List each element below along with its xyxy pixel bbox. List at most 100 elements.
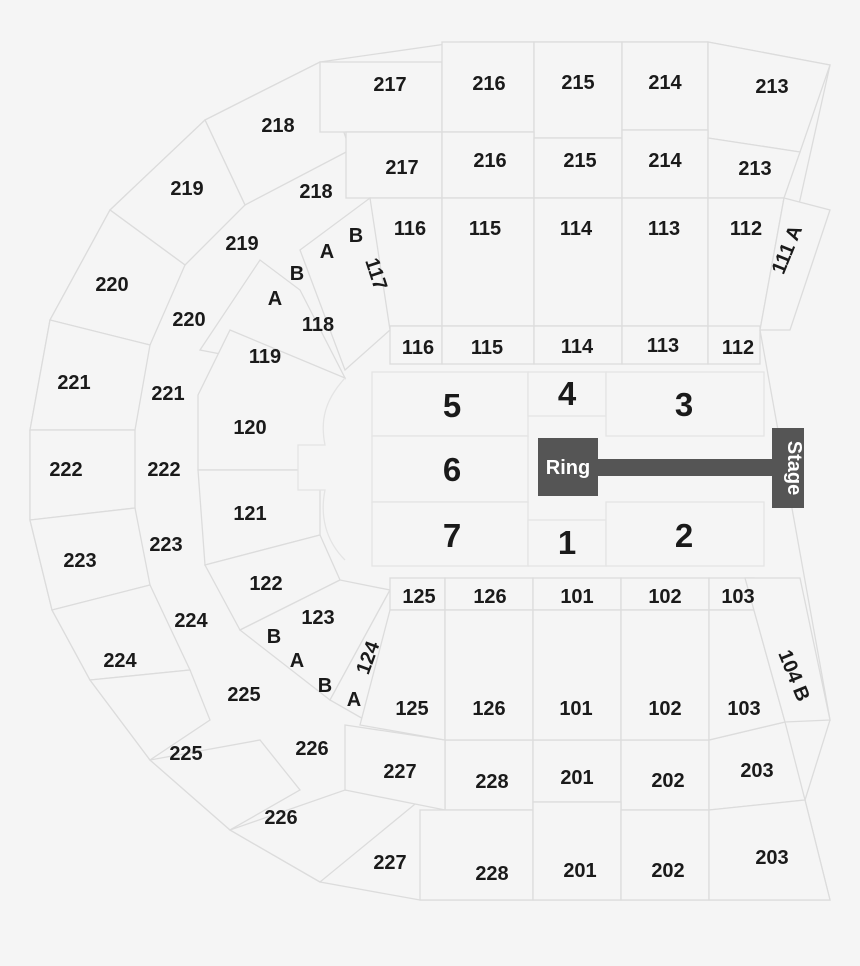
section-217-upper-block[interactable]: [319, 61, 443, 133]
label-215-upper: 215: [561, 72, 594, 94]
section-228-lower-block[interactable]: [419, 809, 534, 901]
label-227-lower: 227: [383, 761, 416, 783]
section-116-row[interactable]: [389, 325, 443, 365]
ring[interactable]: [538, 438, 598, 496]
label-114-row: 114: [561, 336, 594, 358]
floor-section-2[interactable]: [605, 501, 765, 567]
section-101-block[interactable]: [532, 609, 622, 741]
label-216-lower: 216: [473, 150, 506, 172]
label-221-lower: 221: [151, 383, 184, 405]
label-113-block: 113: [648, 218, 680, 240]
label-112-row: 112: [722, 337, 754, 359]
label-219-lower: 219: [225, 233, 258, 255]
section-214-upper-block[interactable]: [621, 41, 709, 131]
label-223-upper: 223: [63, 550, 96, 572]
section-111A-block[interactable]: [759, 197, 831, 331]
floor-section-4[interactable]: [527, 371, 607, 417]
section-202-lower-block[interactable]: [620, 809, 710, 901]
label-202-upper: 202: [651, 860, 684, 882]
label-125-row: 125: [402, 586, 435, 608]
section-113-row[interactable]: [621, 325, 709, 365]
label-119: 119: [249, 346, 281, 368]
floor-labels: 5 4 3 6 7 1 2: [443, 375, 693, 561]
label-213-upper: 213: [755, 76, 788, 98]
floor-label-3: 3: [675, 386, 693, 423]
section-118-block[interactable]: [299, 196, 391, 372]
row-B-118-right: B: [349, 225, 363, 247]
label-122: 122: [249, 573, 282, 595]
row-A-123-left: A: [290, 650, 304, 672]
stage[interactable]: [772, 428, 804, 508]
label-115-block: 115: [469, 218, 501, 240]
label-201-lower: 201: [560, 767, 593, 789]
label-103-block: 103: [727, 698, 760, 720]
label-228-upper: 228: [475, 863, 508, 885]
label-118: 118: [302, 314, 334, 336]
label-116-row: 116: [402, 337, 434, 359]
upper-deck: [29, 61, 422, 883]
label-222-upper: 222: [49, 459, 82, 481]
row-A-118-right: A: [320, 241, 334, 263]
label-225-lower: 225: [227, 684, 260, 706]
section-216-upper-block[interactable]: [441, 41, 535, 133]
floor-label-6: 6: [443, 451, 461, 488]
floor-label-7: 7: [443, 517, 461, 554]
section-214-lower-block[interactable]: [621, 129, 709, 199]
label-112-block: 112: [730, 218, 762, 240]
label-213-lower: 213: [738, 158, 771, 180]
label-217-lower: 217: [385, 157, 418, 179]
section-114-block[interactable]: [533, 197, 623, 327]
section-201-lower-block[interactable]: [532, 801, 622, 901]
label-116-block: 116: [394, 218, 426, 240]
label-223-lower: 223: [149, 534, 182, 556]
section-115-row[interactable]: [441, 325, 535, 365]
label-216-upper: 216: [472, 73, 505, 95]
label-123: 123: [301, 607, 334, 629]
label-225-upper: 225: [169, 743, 202, 765]
section-112-row[interactable]: [707, 325, 761, 365]
label-221-upper: 221: [57, 372, 90, 394]
label-202-lower: 202: [651, 770, 684, 792]
section-126-row[interactable]: [444, 577, 534, 611]
row-A-118-left: A: [268, 288, 282, 310]
section-102-block[interactable]: [620, 609, 710, 741]
row-B-123-right: B: [318, 675, 332, 697]
floor-section-3[interactable]: [605, 371, 765, 437]
floor: [297, 371, 765, 567]
label-201-upper: 201: [563, 860, 596, 882]
section-215-upper-block[interactable]: [533, 41, 623, 139]
floor-label-1: 1: [558, 524, 576, 561]
label-113-row: 113: [647, 335, 679, 357]
label-227-upper: 227: [373, 852, 406, 874]
floor-section-7[interactable]: [371, 501, 529, 567]
section-126-block[interactable]: [444, 609, 534, 741]
runway: [598, 459, 774, 476]
label-218-upper: 218: [261, 115, 294, 137]
section-203-lower-block[interactable]: [708, 799, 831, 901]
label-226-upper: 226: [264, 807, 297, 829]
label-126-row: 126: [473, 586, 506, 608]
floor-section-1[interactable]: [527, 519, 607, 567]
label-101-row: 101: [560, 586, 593, 608]
label-115-row: 115: [471, 337, 503, 359]
section-115-block[interactable]: [441, 197, 535, 327]
label-125-block: 125: [395, 698, 428, 720]
section-101-row[interactable]: [532, 577, 622, 611]
label-222-lower: 222: [147, 459, 180, 481]
label-203-lower: 203: [740, 760, 773, 782]
section-226-upper[interactable]: [148, 739, 301, 831]
section-125-row[interactable]: [389, 577, 446, 611]
floor-section-6[interactable]: [371, 435, 529, 503]
section-225-upper[interactable]: [88, 669, 211, 761]
section-202-upper-block[interactable]: [620, 739, 710, 811]
label-226-lower: 226: [295, 738, 328, 760]
section-104B-block[interactable]: [744, 577, 831, 723]
section-216-lower-block[interactable]: [441, 131, 535, 199]
label-224-lower: 224: [174, 610, 208, 632]
floor-label-5: 5: [443, 387, 461, 424]
label-121: 121: [233, 503, 266, 525]
section-215-lower-block[interactable]: [533, 137, 623, 199]
upper-deck-grid: [319, 41, 831, 901]
section-113-block[interactable]: [621, 197, 709, 327]
